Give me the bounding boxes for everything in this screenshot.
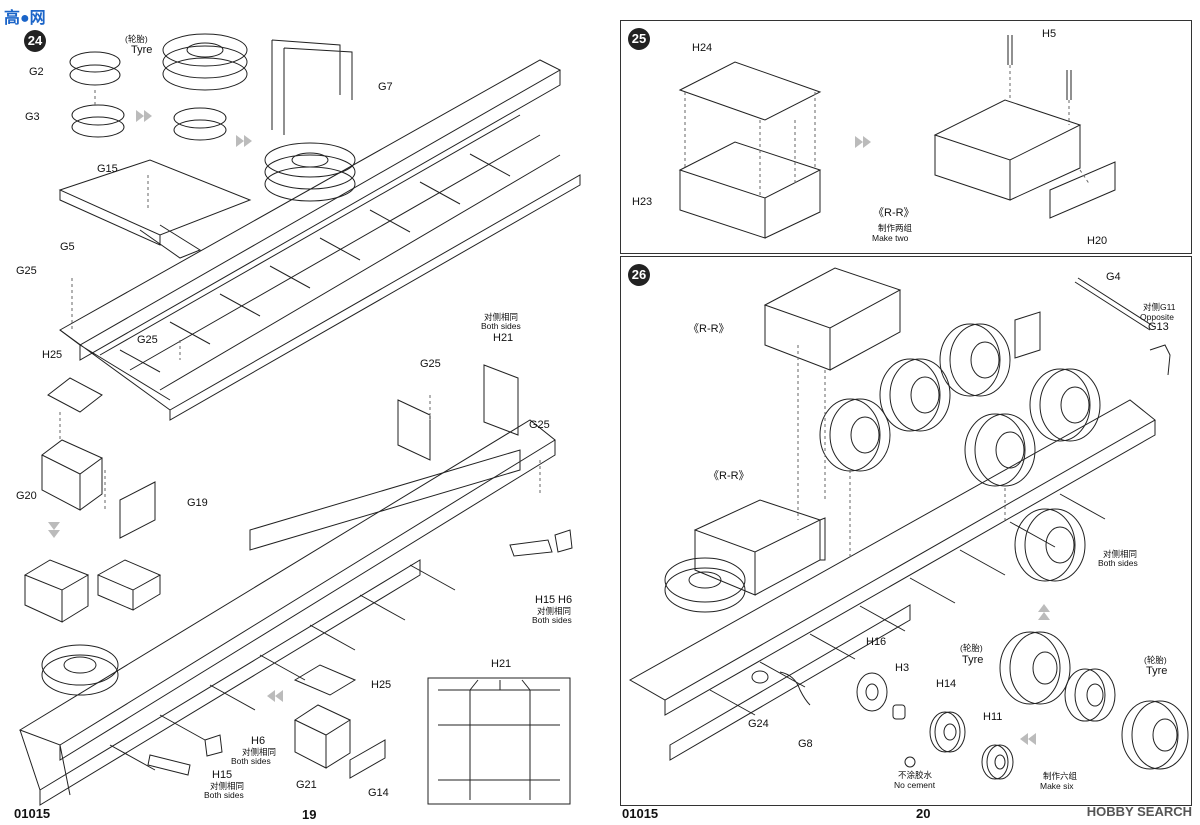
step-26-both-sides-cn: 对侧相同 — [1103, 549, 1138, 559]
part-label-h3: H3 — [895, 662, 910, 674]
part-label-g24: G24 — [748, 718, 769, 730]
part-label-h23: H23 — [632, 196, 653, 208]
tyre2-en-label: Tyre — [1146, 665, 1168, 677]
watermark-hobby-search: HOBBY SEARCH — [1086, 804, 1192, 819]
step-26-rr-label-top: 《R-R》 — [688, 323, 730, 335]
part-label-h15-b: H15 — [212, 769, 233, 781]
make-two-cn: 制作两组 — [878, 223, 913, 233]
opposite-g11-cn: 对侧G11 — [1143, 302, 1176, 312]
part-label-h5: H5 — [1042, 28, 1057, 40]
part-label-g2: G2 — [29, 66, 44, 78]
part-label-h20: H20 — [1087, 235, 1108, 247]
part-label-g13: G13 — [1148, 321, 1169, 333]
step-24-badge: 24 — [24, 30, 46, 52]
part-label-h6: H6 — [558, 594, 573, 606]
part-label-h21-inset: H21 — [491, 658, 512, 670]
h15-b-both-sides-cn: 对侧相同 — [210, 781, 245, 791]
step-26-frame — [620, 256, 1192, 806]
part-label-h24: H24 — [692, 42, 713, 54]
opposite-g11-en: Opposite — [1140, 312, 1175, 322]
part-label-g7: G7 — [378, 81, 393, 93]
step-26-both-sides-en: Both sides — [1098, 558, 1138, 568]
watermark-logo: 高●网 — [4, 10, 46, 27]
no-cement-cn: 不涂胶水 — [898, 770, 933, 780]
part-label-h6-b: H6 — [251, 735, 266, 747]
make-two-en: Make two — [872, 233, 909, 243]
footer-code-right: 01015 — [622, 806, 659, 821]
part-label-g25-d: G25 — [529, 419, 550, 431]
part-label-h25-a: H25 — [42, 349, 63, 361]
part-label-g5: G5 — [60, 241, 75, 253]
part-label-g3: G3 — [25, 111, 40, 123]
part-label-g20: G20 — [16, 490, 37, 502]
part-label-h16: H16 — [866, 636, 887, 648]
left-page: 高●网 24 — [0, 0, 590, 825]
h15-h6-both-sides-en: Both sides — [532, 615, 572, 625]
h15-h6-both-sides-cn: 对侧相同 — [537, 606, 572, 616]
part-label-g25-a: G25 — [16, 265, 37, 277]
part-label-g4: G4 — [1106, 271, 1121, 283]
tyre-cn-label: (轮胎) — [125, 34, 148, 44]
part-label-g19: G19 — [187, 497, 208, 509]
part-label-g15: G15 — [97, 163, 118, 175]
page-number-20: 20 — [916, 806, 931, 821]
h6-b-both-sides-en: Both sides — [231, 756, 271, 766]
part-label-h15: H15 — [535, 594, 556, 606]
part-label-g25-c: G25 — [420, 358, 441, 370]
part-label-g8: G8 — [798, 738, 813, 750]
right-page: 25 26 — [610, 0, 1200, 825]
step-26-rr-label-mid: 《R-R》 — [708, 470, 750, 482]
part-label-g25-b: G25 — [137, 334, 158, 346]
tyre2-cn-label: (轮胎) — [1144, 655, 1167, 665]
step-25-frame — [620, 20, 1192, 254]
step-26-badge: 26 — [628, 264, 650, 286]
part-label-h21: H21 — [493, 332, 514, 344]
part-label-h14: H14 — [936, 678, 957, 690]
make-six-cn: 制作六组 — [1043, 771, 1078, 781]
make-six-en: Make six — [1040, 781, 1074, 791]
tyre-en-label: Tyre — [131, 44, 153, 56]
part-label-g14: G14 — [368, 787, 389, 799]
h6-b-both-sides-cn: 对侧相同 — [242, 747, 277, 757]
h21-both-sides-cn: 对侧相同 — [484, 312, 519, 322]
tyre1-en-label: Tyre — [962, 654, 984, 666]
part-label-g21: G21 — [296, 779, 317, 791]
part-label-h25-b: H25 — [371, 679, 392, 691]
step-25-rr-label: 《R-R》 — [873, 207, 915, 219]
part-label-h11: H11 — [983, 711, 1003, 723]
no-cement-en: No cement — [894, 780, 936, 790]
step-25-badge: 25 — [628, 28, 650, 50]
footer-code-left: 01015 — [14, 806, 51, 821]
h21-both-sides-en: Both sides — [481, 321, 521, 331]
tyre1-cn-label: (轮胎) — [960, 643, 983, 653]
steps-25-26-diagram — [628, 35, 1189, 780]
h15-b-both-sides-en: Both sides — [204, 790, 244, 800]
step-24-diagram — [18, 33, 581, 806]
page-number-19: 19 — [302, 807, 317, 822]
